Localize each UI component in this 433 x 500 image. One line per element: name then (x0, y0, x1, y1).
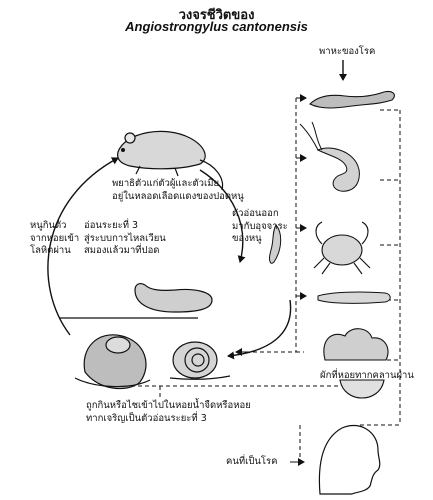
vectors-label: พาหะของโรค (319, 46, 376, 57)
stage3-brain-label: อ่อนระยะที่ 3 สู่ระบบการไหลเวียน สมองแล้… (84, 220, 166, 256)
flatworm-icon (317, 291, 391, 304)
title-latin: Angiostrongylus cantonensis (125, 19, 308, 34)
cycle-arrow-rat-to-feces (199, 169, 246, 263)
vegetable-label: ผักที่หอยทากคลานผ่าน (320, 370, 414, 381)
feces-larva-icon (269, 224, 282, 264)
monitor-lizard-icon (309, 90, 395, 109)
rat-icon (117, 130, 224, 191)
rat-eats-label: หนูกินตัว จากหอยเข้า โลหิตผ่าน (30, 220, 80, 256)
slug-icon (134, 283, 213, 313)
bowl-icon (339, 379, 385, 399)
crab-icon (313, 221, 371, 275)
prawn-icon (299, 121, 360, 192)
title-thai: วงจรชีวิตของ (178, 8, 255, 23)
human-label: คนที่เป็นโรค (226, 456, 278, 467)
vegetable-icon (323, 328, 389, 361)
vector-dashed-lines (110, 97, 401, 462)
larva-out-label: ตัวอ่อนออก มากับอุจจาระ ของหนู (232, 208, 288, 244)
snail-eaten-label: ถูกกินหรือไชเข้าไปในหอยน้ำจืดหรือหอย ทาก… (86, 400, 251, 424)
adult-worm-label: พยาธิตัวแก่ตัวผู้และตัวเมีย อยู่ในหลอดเล… (112, 178, 244, 202)
human-head-icon (318, 424, 381, 495)
cycle-arrow-to-snail (227, 299, 292, 360)
cycle-arrow-snail-to-rat (47, 157, 119, 336)
land-snail-icon (169, 341, 231, 380)
freshwater-snail-icon (74, 334, 151, 390)
